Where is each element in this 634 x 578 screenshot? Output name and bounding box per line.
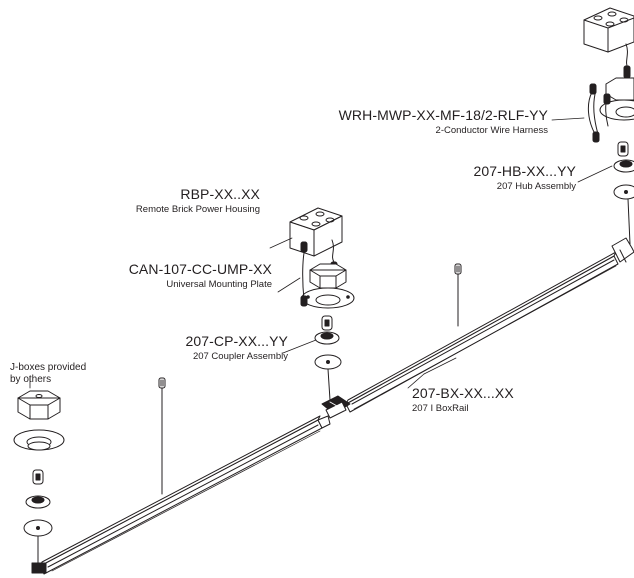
rail-coupler-joint: [321, 395, 351, 419]
jbox-note: J-boxes provided by others: [10, 362, 86, 386]
can-description: Universal Mounting Plate: [166, 279, 272, 290]
left-jbox-stack: [13, 390, 65, 567]
hub-part-number: 207-HB-XX...YY: [473, 163, 576, 179]
boxrail-right: [345, 237, 634, 413]
rail-end-connector: [31, 562, 47, 574]
right-brick-stack: [583, 7, 634, 245]
leader-lines: [29, 117, 613, 389]
leader-brick: [269, 237, 293, 249]
leader-coupler: [282, 339, 317, 354]
boxrail-left: [31, 415, 331, 575]
harness-part-number: WRH-MWP-XX-MF-18/2-RLF-YY: [338, 107, 548, 123]
leader-boxrail-a: [407, 373, 425, 389]
leader-boxrail-b: [423, 357, 457, 375]
boxrail-part-number: 207-BX-XX...XX: [412, 385, 514, 401]
brick-part-number: RBP-XX..XX: [180, 186, 260, 202]
center-brick-stack: [289, 207, 355, 401]
jbox-note-line2: by others: [10, 374, 52, 385]
boxrail-label: 207-BX-XX...XX 207 I BoxRail: [412, 386, 514, 414]
harness-label: WRH-MWP-XX-MF-18/2-RLF-YY 2-Conductor Wi…: [339, 108, 548, 136]
coupler-label: 207-CP-XX...YY 207 Coupler Assembly: [185, 334, 288, 362]
hub-label: 207-HB-XX...YY 207 Hub Assembly: [473, 164, 576, 192]
can-part-number: CAN-107-CC-UMP-XX: [128, 261, 272, 277]
jbox-note-line1: J-boxes provided: [10, 362, 87, 373]
cable-hanger-right: [454, 263, 462, 327]
hub-description: 207 Hub Assembly: [496, 181, 576, 192]
brick-description: Remote Brick Power Housing: [135, 204, 260, 215]
leader-can: [277, 277, 301, 293]
leader-hub: [577, 165, 613, 183]
coupler-part-number: 207-CP-XX...YY: [185, 333, 288, 349]
can-label: CAN-107-CC-UMP-XX Universal Mounting Pla…: [129, 262, 272, 290]
harness-description: 2-Conductor Wire Harness: [435, 125, 548, 136]
brick-label: RBP-XX..XX Remote Brick Power Housing: [136, 187, 260, 215]
leader-harness: [551, 117, 585, 121]
cable-hanger-left: [158, 377, 166, 495]
coupler-description: 207 Coupler Assembly: [192, 351, 288, 362]
boxrail-description: 207 I BoxRail: [412, 403, 469, 414]
